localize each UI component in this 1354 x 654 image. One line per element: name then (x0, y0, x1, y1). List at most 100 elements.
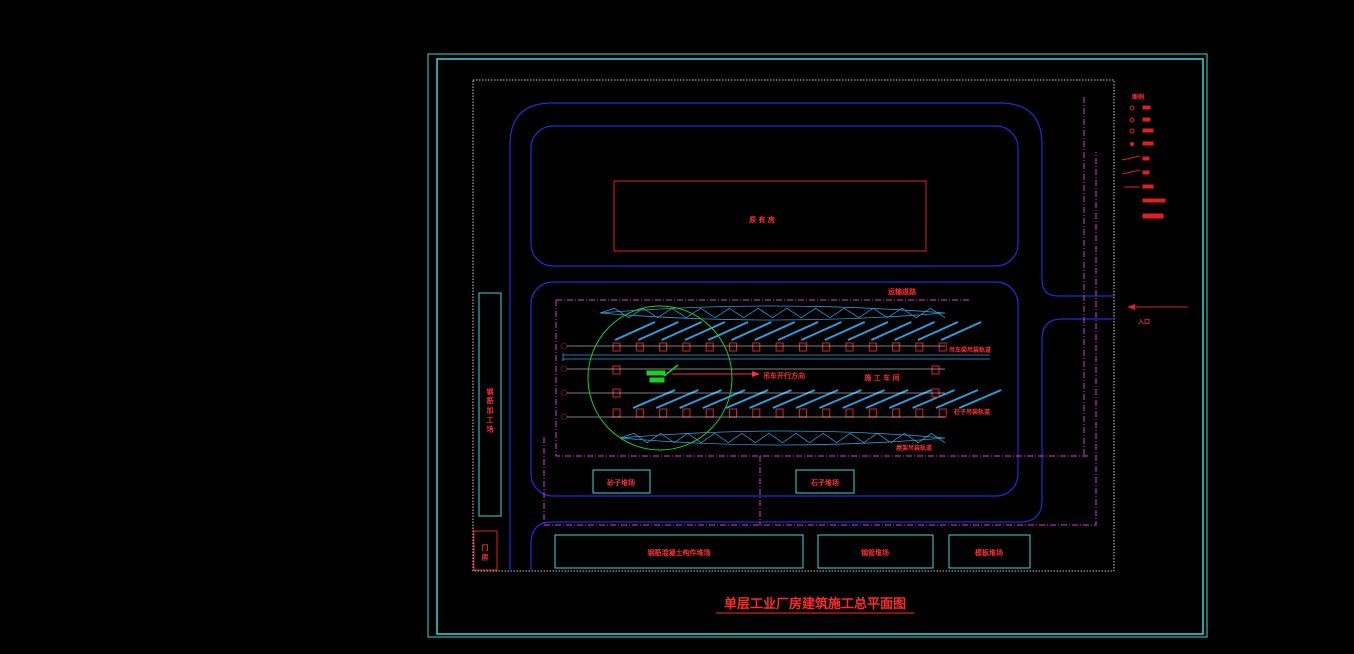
column (729, 408, 737, 418)
column (775, 342, 784, 352)
column (659, 342, 668, 352)
roof-member (661, 321, 703, 341)
column (938, 408, 947, 418)
column (931, 365, 940, 375)
roof-member (684, 321, 726, 341)
column (938, 342, 947, 352)
truss-chord (599, 305, 946, 314)
store-2 (795, 469, 855, 494)
bottom-yard-2-label: 钢管堆场 (861, 548, 889, 557)
column (822, 342, 831, 352)
column (705, 342, 714, 352)
column (612, 342, 621, 352)
column (798, 342, 807, 352)
bottom-yard-2 (817, 534, 934, 569)
roof-member (679, 389, 722, 409)
outer-frame (427, 53, 1208, 638)
road-label: 运输道路 (888, 287, 917, 296)
column (822, 408, 831, 418)
roof-member (940, 321, 982, 341)
bottom-yard-1-label: 钢筋混凝土构件堆场 (648, 548, 711, 557)
roof-member (958, 389, 1002, 409)
inner-frame (436, 58, 1204, 635)
legend-title: 图例 (1132, 93, 1144, 101)
column (892, 342, 901, 352)
crane-radius (587, 305, 733, 451)
column (612, 365, 621, 375)
column (868, 408, 877, 418)
roof-member (707, 321, 749, 341)
column (798, 408, 807, 418)
roof-member (824, 321, 866, 341)
roof-member (777, 321, 819, 341)
entrance-label: 入口 (1137, 319, 1150, 326)
store-2-label: 石子堆场 (810, 478, 839, 487)
column (635, 408, 644, 418)
roads (509, 102, 1114, 570)
truss-chord (599, 312, 946, 321)
roof-member (865, 389, 909, 409)
roof-member (847, 321, 889, 341)
guard-room-label: 门 房 (481, 543, 489, 561)
column (915, 342, 924, 352)
truss-chord (619, 430, 946, 439)
temporary-lines (543, 97, 1097, 526)
crane-direction-label: 吊车开行方向 (763, 371, 805, 380)
page-title: 单层工业厂房建筑施工总平面图 (724, 596, 906, 612)
column-hoist-label: 柱子吊装轨道 (954, 408, 990, 416)
bottom-yard-3-label: 模板堆场 (975, 548, 1003, 557)
roof-member (637, 321, 679, 341)
legend-symbols-icon (1121, 105, 1166, 219)
axis-marker (560, 389, 568, 397)
roof-member (731, 321, 772, 341)
truss-hoist-label: 屋架吊装轨道 (896, 444, 932, 452)
truss-chord (619, 437, 946, 446)
column (729, 342, 737, 352)
column (868, 342, 877, 352)
tower-crane-icon (646, 364, 679, 383)
roof-member (800, 321, 842, 341)
roof-member (702, 389, 746, 409)
roof-member (842, 389, 886, 409)
roof-member (935, 389, 979, 409)
column (845, 342, 854, 352)
main-workshop (560, 305, 1002, 446)
column (752, 342, 761, 352)
top-building (613, 180, 927, 252)
column (915, 408, 924, 418)
axis-marker (560, 365, 568, 373)
main-workshop-label: 施 工 车 间 (864, 373, 899, 382)
roof-member (870, 321, 912, 341)
beam-hoist-label: 吊车梁吊装轨道 (949, 346, 991, 354)
roof-member (754, 321, 796, 341)
column (892, 408, 901, 418)
roof-member (655, 389, 699, 409)
roof-member (917, 321, 959, 341)
truss-web (599, 307, 946, 319)
store-1 (592, 469, 651, 494)
column (612, 408, 621, 418)
column (845, 408, 854, 418)
roof-member (772, 389, 816, 409)
column (705, 408, 714, 418)
site-boundary (472, 79, 1115, 572)
roof-member (819, 389, 862, 409)
column (775, 408, 784, 418)
roof-member (632, 389, 676, 409)
column (682, 408, 691, 418)
truss-web (619, 432, 946, 444)
column (635, 342, 644, 352)
store-1-label: 砂子堆场 (607, 478, 635, 487)
roof-member (614, 321, 656, 341)
arrow-left-icon (1127, 304, 1135, 310)
column (659, 408, 668, 418)
guard-room (473, 530, 498, 571)
roof-member (795, 389, 839, 409)
roof-member (749, 389, 792, 409)
column (752, 408, 761, 418)
column (682, 342, 691, 352)
top-building-label: 原 有 房 (749, 215, 775, 224)
arrow-right-icon (752, 371, 760, 377)
roof-member (725, 389, 769, 409)
